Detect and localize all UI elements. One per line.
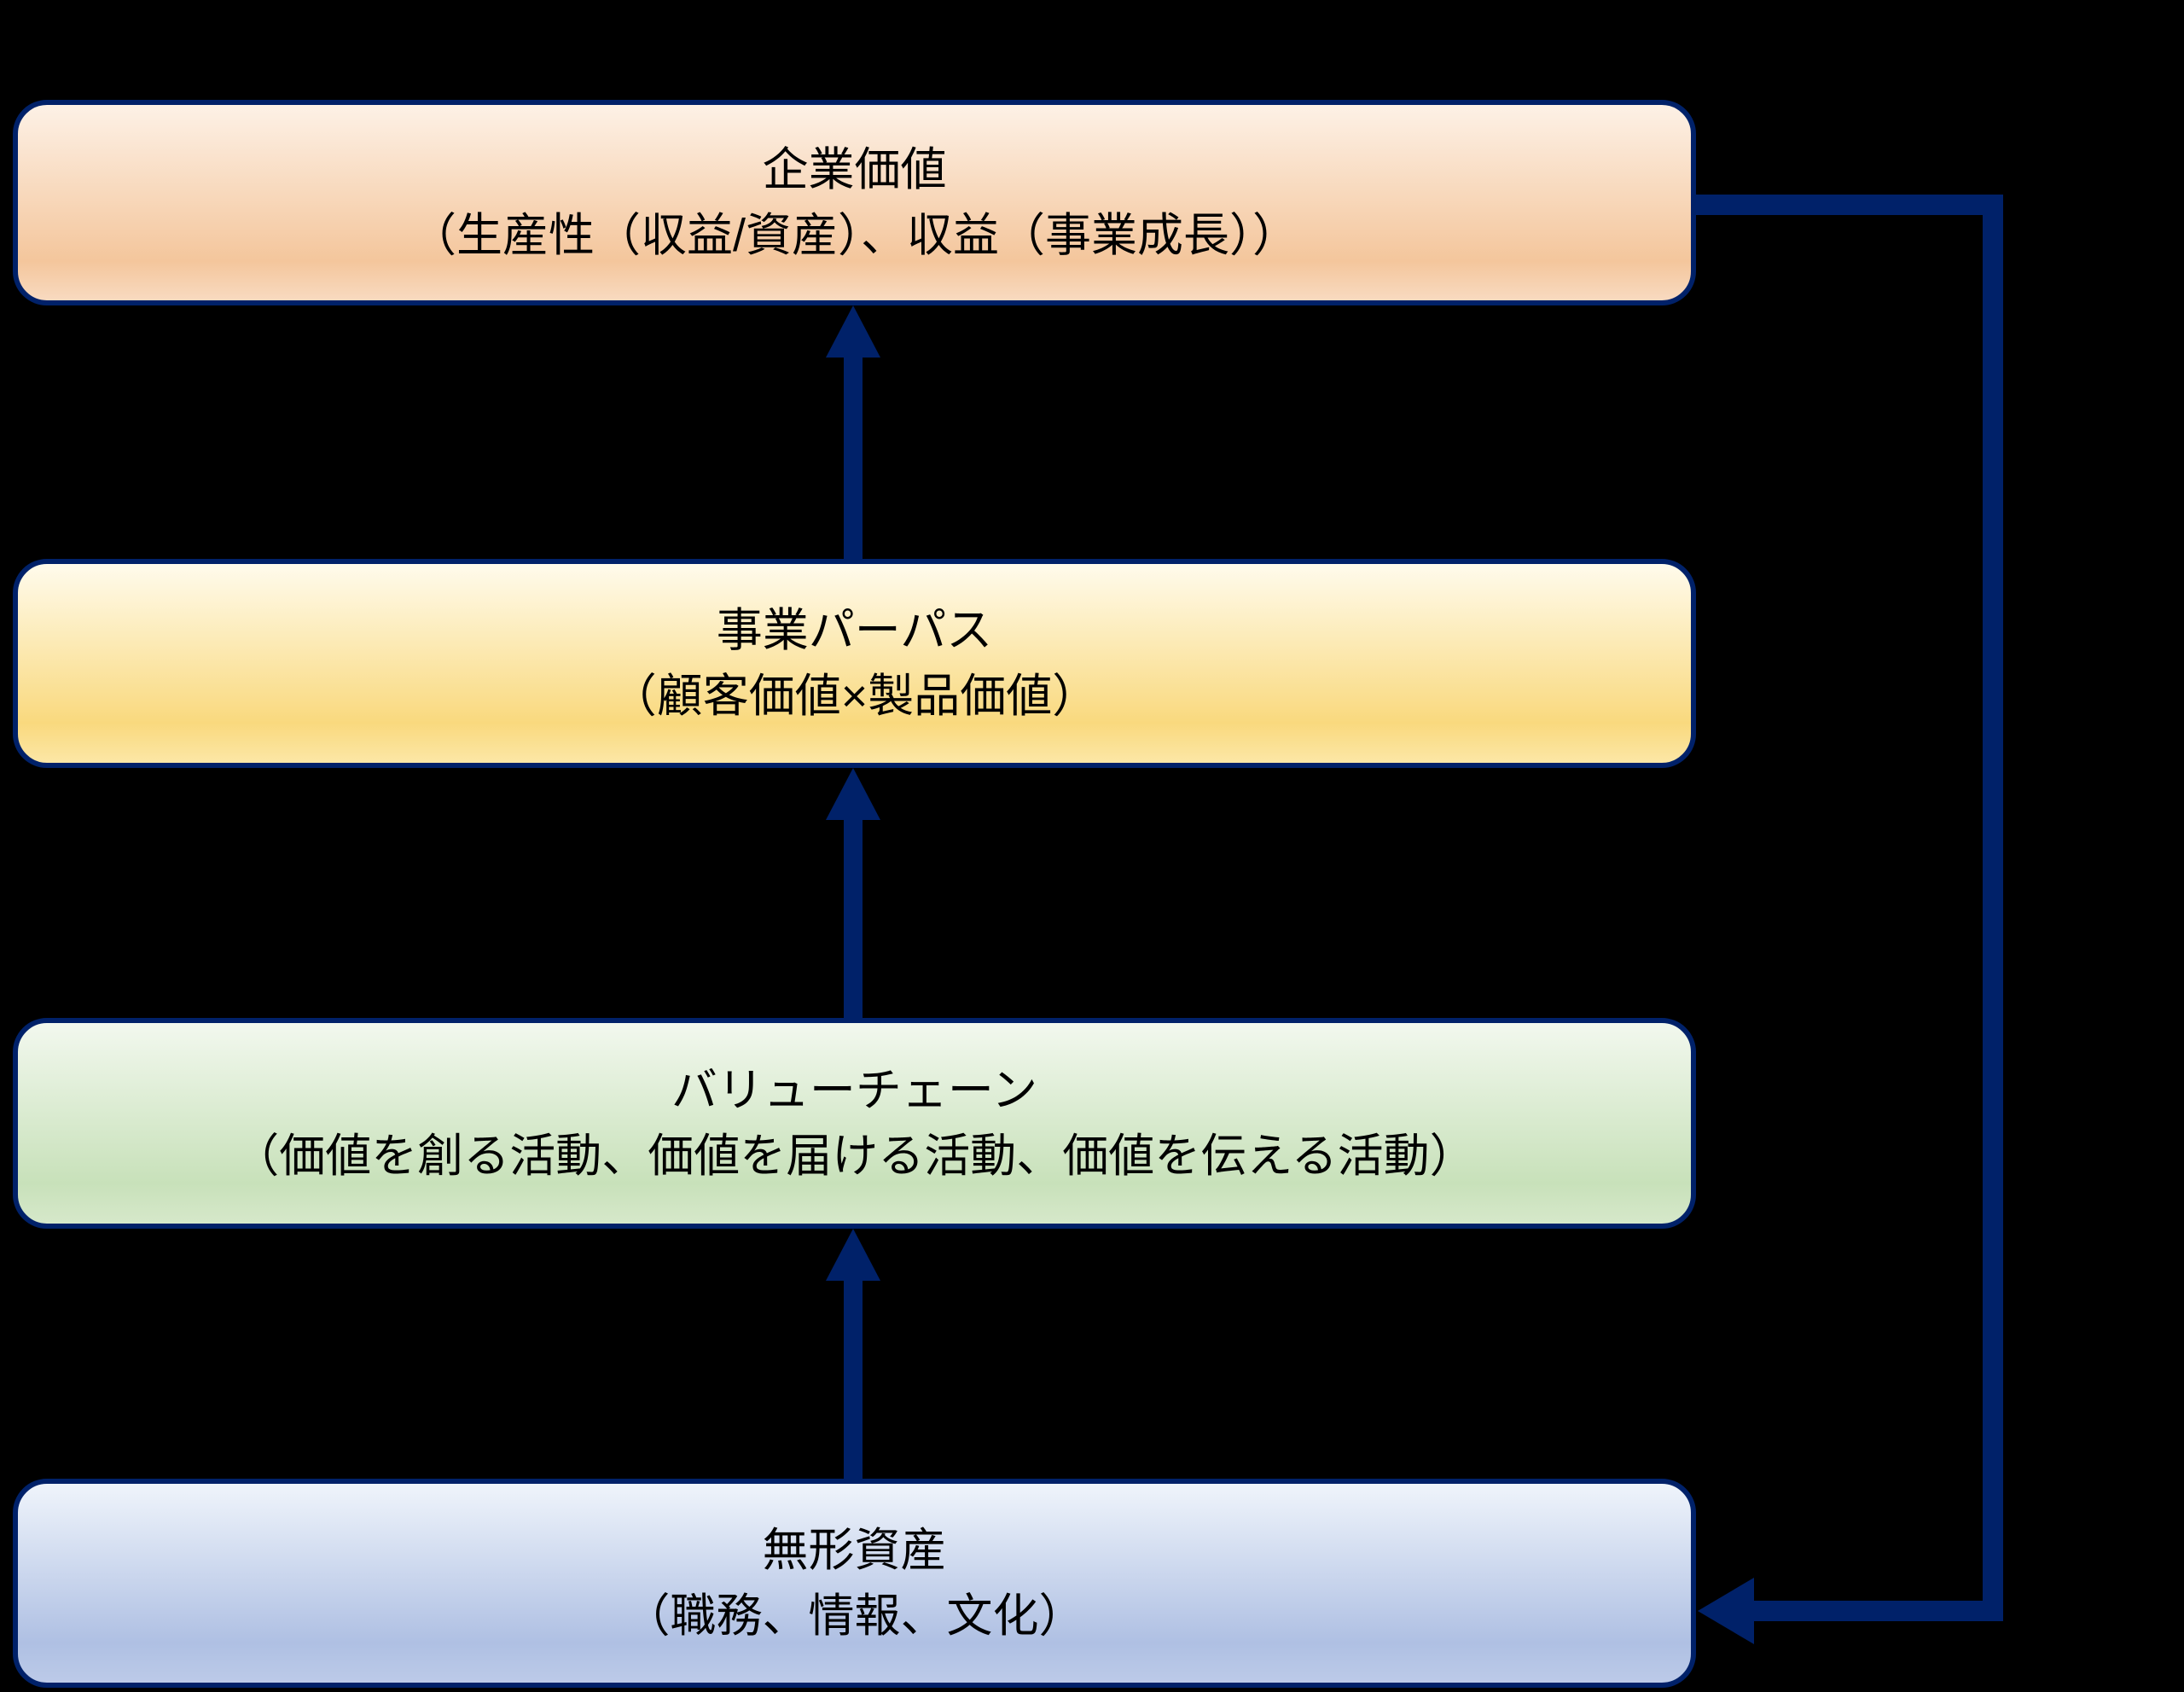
up-arrow-intangible-to-valuechain-icon (826, 1229, 880, 1479)
feedback-line-bottom (1749, 1601, 2003, 1621)
box-value-chain: バリューチェーン （価値を創る活動、価値を届ける活動、価値を伝える活動） (13, 1018, 1696, 1229)
arrow-head-icon (826, 305, 880, 358)
feedback-line-top (1693, 195, 2003, 215)
box-intangible-assets-title: 無形資産 (762, 1524, 947, 1576)
box-intangible-assets: 無形資産 （職務、情報、文化） (13, 1479, 1696, 1688)
box-value-chain-title: バリューチェーン (671, 1064, 1038, 1116)
up-arrow-valuechain-to-purpose-icon (826, 768, 880, 1018)
arrow-head-icon (826, 1229, 880, 1281)
box-corporate-value-subtitle: （生産性（収益/資産）、収益（事業成長）） (410, 209, 1298, 261)
box-business-purpose-title: 事業パーパス (716, 604, 993, 656)
arrow-head-icon (826, 768, 880, 820)
arrow-shaft (844, 820, 863, 1018)
box-corporate-value-title: 企業価値 (762, 143, 947, 195)
arrow-shaft (844, 358, 863, 559)
box-corporate-value: 企業価値 （生産性（収益/資産）、収益（事業成長）） (13, 100, 1696, 305)
feedback-arrowhead-left-icon (1698, 1578, 1754, 1644)
up-arrow-purpose-to-corporate-icon (826, 305, 880, 559)
feedback-line-vertical (1983, 195, 2003, 1621)
arrow-shaft (844, 1281, 863, 1479)
box-intangible-assets-subtitle: （職務、情報、文化） (624, 1590, 1085, 1642)
box-business-purpose-subtitle: （顧客価値×製品価値） (610, 670, 1099, 722)
box-business-purpose: 事業パーパス （顧客価値×製品価値） (13, 559, 1696, 768)
box-value-chain-subtitle: （価値を創る活動、価値を届ける活動、価値を伝える活動） (233, 1130, 1476, 1182)
